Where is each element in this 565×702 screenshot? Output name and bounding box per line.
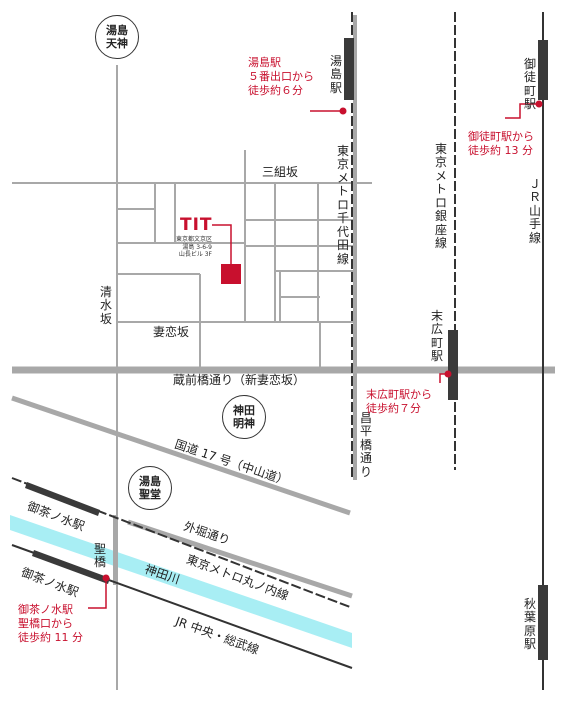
- okachimachi-walk-note: 御徒町駅から 徒歩約 13 分: [468, 130, 534, 158]
- suehirocho-station: [448, 330, 458, 400]
- landmark-line: 天神: [106, 37, 128, 50]
- stations: [25, 38, 548, 660]
- kanda-myojin-landmark: 神田 明神: [222, 395, 266, 439]
- ochanomizu-metro-station: [25, 482, 100, 516]
- address-line: 山長ビル 3F: [178, 251, 213, 258]
- akihabara-station: [538, 585, 548, 660]
- okachimachi-station-label: 御徒町駅: [523, 57, 536, 112]
- address-line: 東京都文京区: [176, 236, 213, 243]
- walk-note-line: 徒歩約６分: [248, 83, 303, 97]
- shimizuzaka-label: 清水坂: [99, 285, 112, 326]
- route17-road: [11, 395, 351, 516]
- yushima-station-label: 湯島駅: [329, 54, 342, 95]
- shoheibashi-label: 昌平橋通り: [359, 411, 372, 479]
- hijiribashi-label: 聖橋: [93, 542, 106, 570]
- walk-note-line: 末広町駅から: [366, 388, 432, 401]
- suehirocho-station-label: 末広町駅: [430, 309, 443, 364]
- ochanomizu-jr-station: [32, 550, 110, 584]
- ginza-line-label: 東京メトロ銀座線: [434, 142, 447, 251]
- yushima-walk-note: 湯島駅 ５番出口から 徒歩約６分: [248, 56, 314, 97]
- walk-note-line: 徒歩約 11 分: [18, 630, 83, 644]
- road-network: [11, 15, 555, 690]
- landmark-line: 聖堂: [139, 488, 161, 501]
- landmark-line: 明神: [233, 417, 255, 430]
- landmark-line: 神田: [233, 403, 255, 417]
- walk-note-line: 御徒町駅から: [468, 130, 534, 143]
- sotobori-road: [127, 519, 353, 599]
- yamanote-line-label: ＪＲ山手線: [528, 177, 541, 245]
- destination-marker: [221, 264, 241, 284]
- walk-note-line: 聖橋口から: [18, 616, 73, 630]
- walk-note-line: ５番出口から: [248, 69, 314, 83]
- walk-note-line: 徒歩約 13 分: [468, 143, 533, 157]
- landmark-line: 湯島: [106, 23, 128, 37]
- sangumizaka-label: 三組坂: [262, 165, 299, 179]
- kandagawa-river: [10, 515, 352, 648]
- destination-address: 東京都文京区 湯島 3-6-9 山長ビル 3F: [176, 236, 212, 259]
- kuramaebashi-label: 蔵前橋通り（新妻恋坂）: [173, 373, 306, 387]
- address-line: 湯島 3-6-9: [182, 243, 213, 251]
- suehirocho-walk-note: 末広町駅から 徒歩約７分: [366, 388, 432, 416]
- landmark-line: 湯島: [139, 474, 161, 488]
- akihabara-station-label: 秋葉原駅: [523, 597, 536, 652]
- ochanomizu-walk-note: 御茶ノ水駅 聖橋口から 徒歩約 11 分: [18, 603, 83, 644]
- walk-note-line: 湯島駅: [248, 56, 281, 69]
- yushima-station: [344, 38, 354, 100]
- yushima-tenjin-landmark: 湯島 天神: [95, 15, 139, 59]
- chiyoda-line-label: 東京メトロ千代田線: [336, 144, 349, 266]
- walk-note-line: 御茶ノ水駅: [18, 603, 73, 616]
- okachimachi-station: [538, 40, 548, 100]
- destination-name: TIT: [180, 215, 213, 235]
- walk-note-line: 徒歩約７分: [366, 401, 421, 415]
- callout-leaders: [88, 103, 538, 609]
- yushima-seido-landmark: 湯島 聖堂: [128, 466, 172, 510]
- callout-dots: [102, 100, 543, 582]
- tsumakoizaka-label: 妻恋坂: [153, 325, 190, 339]
